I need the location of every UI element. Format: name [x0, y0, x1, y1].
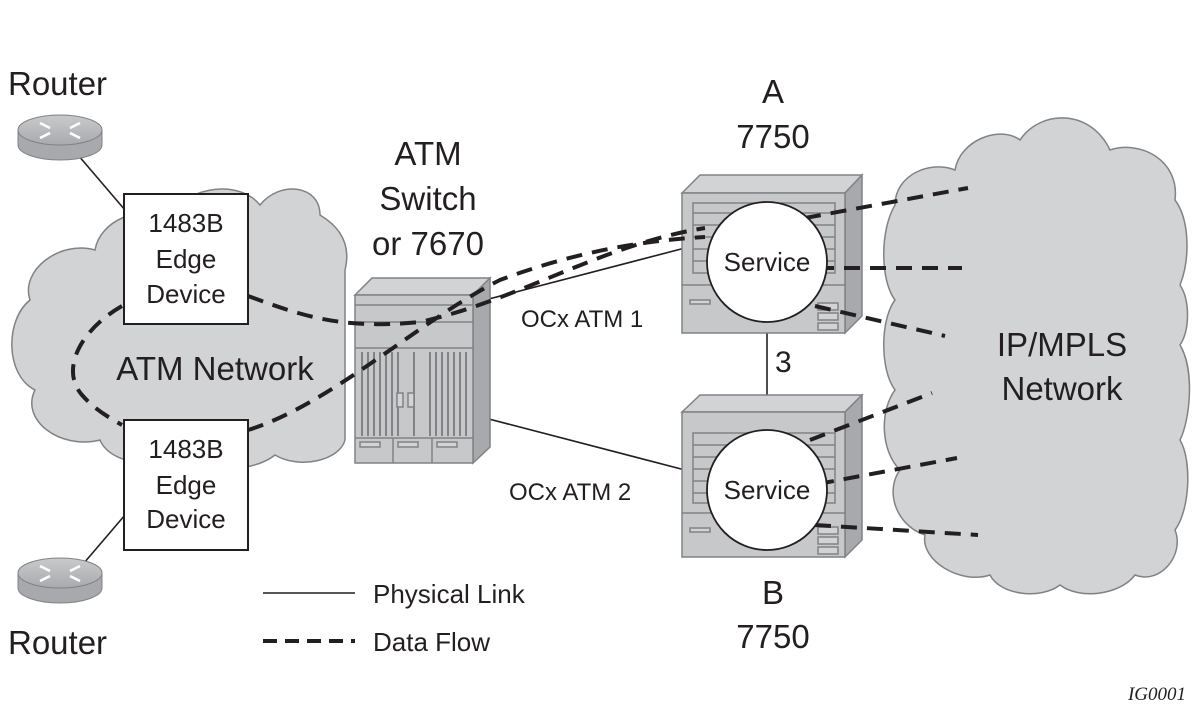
service-b-label: Service	[724, 475, 811, 505]
edge-device-top-line3: Device	[146, 279, 225, 309]
dataflow-a-3	[814, 304, 946, 338]
data-flows	[71, 186, 979, 537]
edge-device-top-box	[123, 193, 249, 325]
dataflow-edge-bottom-to-a	[247, 235, 706, 432]
router-top-link	[77, 154, 126, 211]
ip-mpls-line2: Network	[1001, 370, 1123, 407]
legend-dataflow-label: Data Flow	[373, 627, 490, 657]
atm-switch-chassis	[353, 276, 492, 465]
node-b-letter: B	[762, 574, 784, 611]
router-bottom	[17, 557, 103, 604]
edge-device-bottom-box	[123, 419, 249, 551]
ocx-atm-1-label: OCx ATM 1	[521, 306, 643, 333]
legend-physical-label: Physical Link	[373, 579, 526, 609]
dataflow-a-1	[804, 186, 969, 220]
atm-switch-line2: Switch	[379, 180, 476, 217]
router-top-label: Router	[8, 65, 107, 102]
node-a-letter: A	[762, 73, 784, 110]
ocx-atm-1-link	[484, 247, 686, 301]
router-bottom-label: Router	[8, 624, 107, 661]
node-a-model: 7750	[736, 118, 809, 155]
ocx-atm-2-label: OCx ATM 2	[509, 479, 631, 506]
dataflow-b-1	[809, 391, 933, 442]
router-top	[17, 114, 103, 161]
dataflow-b-3	[814, 523, 979, 537]
router-arrows-icon	[39, 121, 81, 140]
edge-device-bottom-line2: Edge	[156, 470, 217, 500]
ip-mpls-cloud	[883, 117, 1191, 595]
service-a-label: Service	[724, 247, 811, 277]
edge-device-bottom-line1: 1483B	[148, 434, 223, 464]
router-arrows-icon	[39, 564, 81, 583]
dataflow-edge-top-to-bottom	[71, 304, 124, 427]
inter-node-link-label: 3	[775, 346, 792, 379]
atm-network-label: ATM Network	[116, 350, 314, 387]
edge-device-top-line1: 1483B	[148, 208, 223, 238]
service-circle-a	[706, 201, 828, 323]
atm-switch-line3: or 7670	[372, 225, 484, 262]
figure-id: IG0001	[1127, 684, 1186, 705]
ocx-atm-2-link	[484, 417, 686, 471]
node-b-model: 7750	[736, 618, 809, 655]
service-circle-b	[706, 429, 828, 551]
atm-switch-line1: ATM	[394, 135, 461, 172]
dataflow-b-2	[817, 456, 958, 486]
ip-mpls-line1: IP/MPLS	[997, 326, 1127, 363]
edge-device-bottom-line3: Device	[146, 504, 225, 534]
edge-device-top-line2: Edge	[156, 244, 217, 274]
